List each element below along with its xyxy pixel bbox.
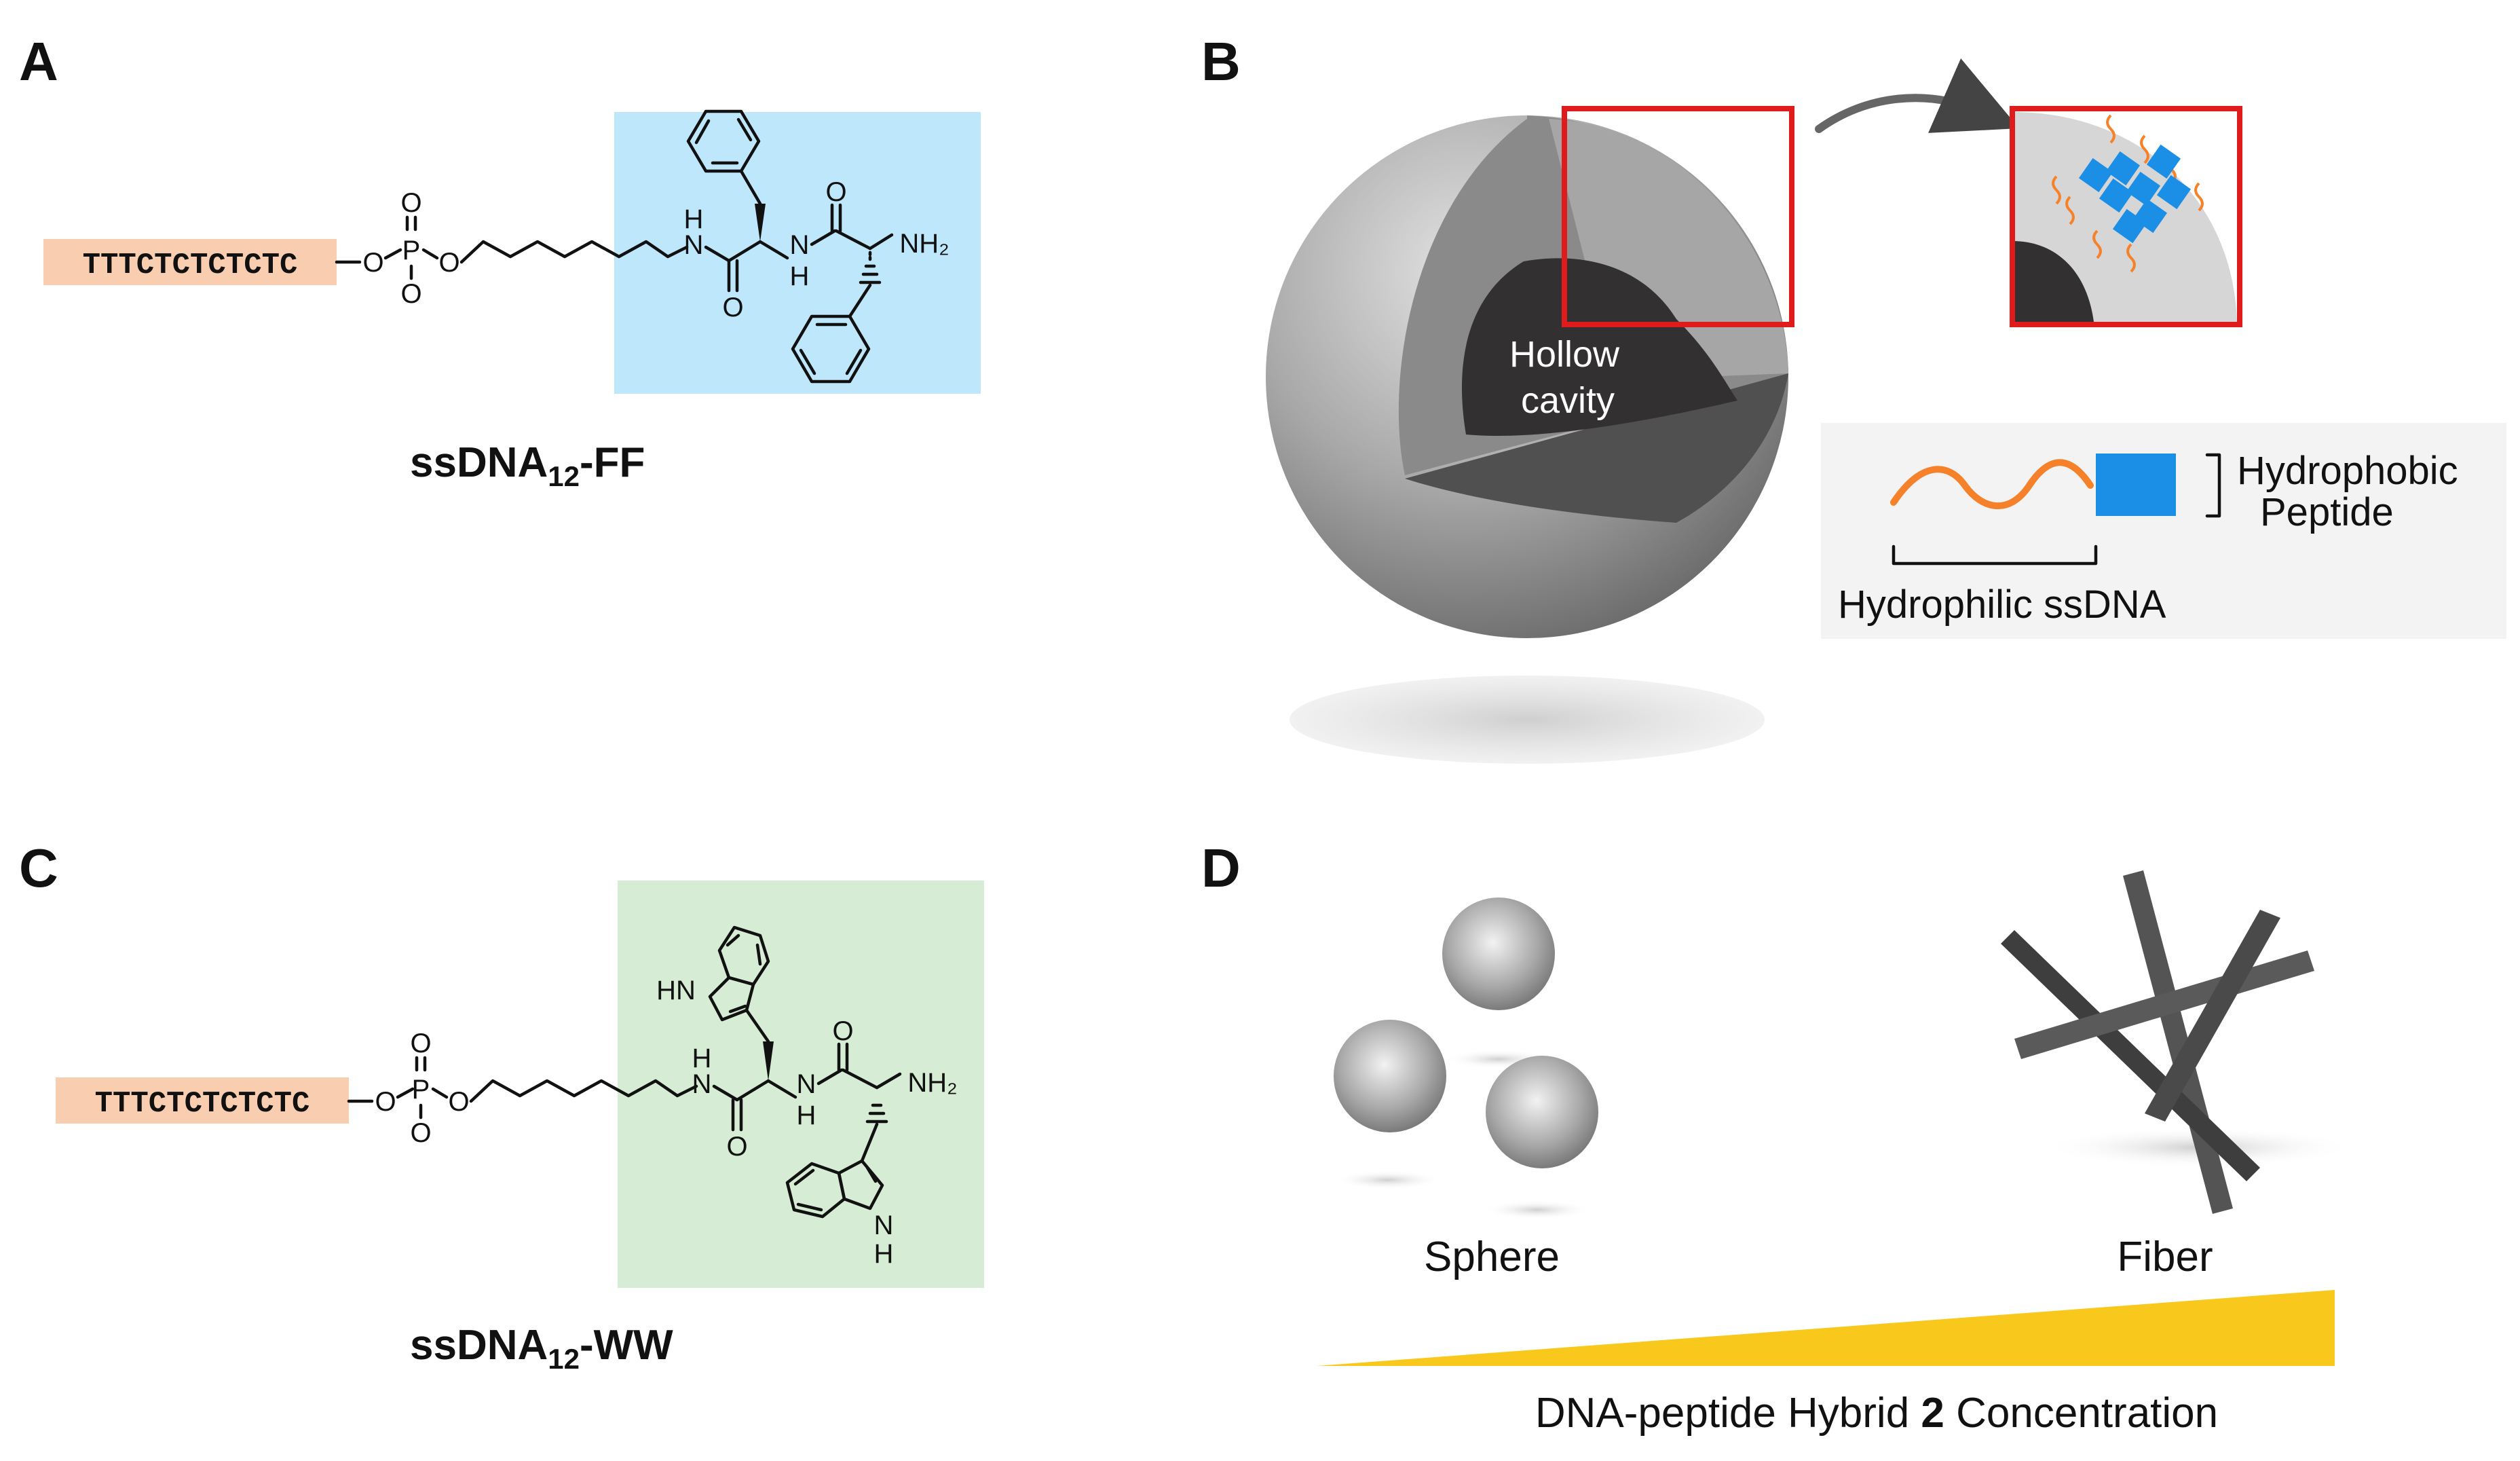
atom-p-a: P	[402, 236, 421, 265]
hydrophilic-strand-legend	[1890, 459, 2094, 509]
fiber-4	[2145, 910, 2280, 1122]
atom-p-c: P	[412, 1075, 430, 1105]
hydrophobic-block-legend	[2096, 454, 2176, 516]
hydrophobic-blocks-inset	[2078, 144, 2192, 244]
fiber-cluster	[2001, 870, 2355, 1214]
fiber-label: Fiber	[2117, 1234, 2213, 1280]
atom-o-amide2-a: O	[825, 177, 846, 207]
atom-n1-c: N	[692, 1069, 712, 1099]
atom-n2-c: N	[797, 1069, 816, 1099]
sphere-floor-shadow	[1290, 676, 1765, 764]
panel-d: D Sphere Fiber DNA-peptide Hybrid 2 Conc…	[1201, 838, 2355, 1437]
atom-o-right-c: O	[448, 1087, 469, 1117]
cavity-label-line1: Hollow	[1509, 334, 1620, 375]
panel-b-letter: B	[1201, 31, 1241, 92]
sphere-cluster	[1334, 898, 1598, 1219]
atom-n2-a: N	[790, 230, 810, 260]
atom-nh2-c: NH₂	[907, 1068, 957, 1098]
atom-n-bottom-c: N	[874, 1210, 894, 1240]
atom-o-left-c: O	[375, 1087, 396, 1117]
zoom-region-frame	[1562, 106, 1794, 327]
panel-a: A TTTCTCTCTCTC O P O O O N H O	[19, 31, 981, 492]
atom-o-amide2-c: O	[832, 1016, 853, 1046]
panel-c: C TTTCTCTCTCTC O P O O O N H O	[19, 838, 984, 1375]
dna-sequence-box-a	[43, 239, 337, 285]
small-sphere-1	[1442, 898, 1555, 1010]
atom-h-bottom-c: H	[874, 1239, 894, 1269]
hollow-cavity	[1461, 258, 1737, 436]
atom-h1-c: H	[692, 1043, 712, 1073]
atom-h2-a: H	[790, 261, 810, 291]
legend-hydrophobic-line2: Peptide	[2260, 490, 2394, 534]
small-sphere-3	[1486, 1056, 1598, 1168]
atom-o-amide1-c: O	[726, 1132, 747, 1162]
atom-o-top-c: O	[410, 1029, 431, 1058]
sphere-label: Sphere	[1424, 1234, 1560, 1280]
atom-o-amide1-a: O	[722, 293, 743, 322]
small-sphere-2	[1334, 1020, 1446, 1132]
fiber-2	[2001, 930, 2260, 1181]
caption-ssdna-ff: ssDNA12-FF	[410, 439, 645, 492]
panel-c-letter: C	[19, 838, 58, 898]
dna-sequence-a: TTTCTCTCTCTC	[83, 248, 298, 282]
phosphate-linker-a: O P O O O	[335, 188, 689, 309]
atom-o-bottom-a: O	[400, 279, 421, 309]
atom-o-left-a: O	[362, 248, 383, 278]
legend-hydrophilic: Hydrophilic ssDNA	[1838, 582, 2166, 627]
atom-h1-a: H	[684, 204, 704, 234]
phosphate-linker-c: O P O O O	[347, 1029, 698, 1148]
atom-o-right-a: O	[438, 248, 459, 278]
ditryptophan-structure: N H O HN N H O NH₂	[656, 925, 958, 1269]
dna-sequence-c: TTTCTCTCTCTC	[95, 1087, 310, 1121]
caption-ssdna-ww: ssDNA12-WW	[410, 1322, 673, 1375]
peptide-highlight-ww	[618, 881, 984, 1288]
legend-hydrophobic-line1: Hydrophobic	[2237, 449, 2458, 493]
panel-d-letter: D	[1201, 838, 1241, 898]
zoom-arrow	[1815, 58, 2019, 133]
atom-h2-c: H	[797, 1101, 816, 1130]
cavity-label-line2: cavity	[1521, 380, 1615, 421]
concentration-gradient-wedge	[1317, 1290, 2335, 1366]
atom-hn-top-c: HN	[656, 976, 696, 1005]
atom-o-bottom-c: O	[410, 1118, 431, 1148]
panel-b: B Hollow cavity	[1201, 31, 2506, 764]
sphere-cutaway-floor	[1405, 373, 1788, 523]
amphiphile-legend: Hydrophobic Peptide Hydrophilic ssDNA	[1821, 423, 2506, 639]
atom-nh2-a: NH₂	[899, 229, 949, 259]
dna-sequence-box-c	[56, 1077, 349, 1124]
concentration-label: DNA-peptide Hybrid 2 Concentration	[1535, 1390, 2218, 1437]
atom-n1-a: N	[684, 230, 704, 260]
diphenylalanine-structure: N H O N H O NH₂	[684, 109, 949, 384]
panel-a-letter: A	[19, 31, 58, 92]
zoomed-shell-inset	[2010, 106, 2242, 327]
atom-o-top-a: O	[400, 188, 421, 218]
